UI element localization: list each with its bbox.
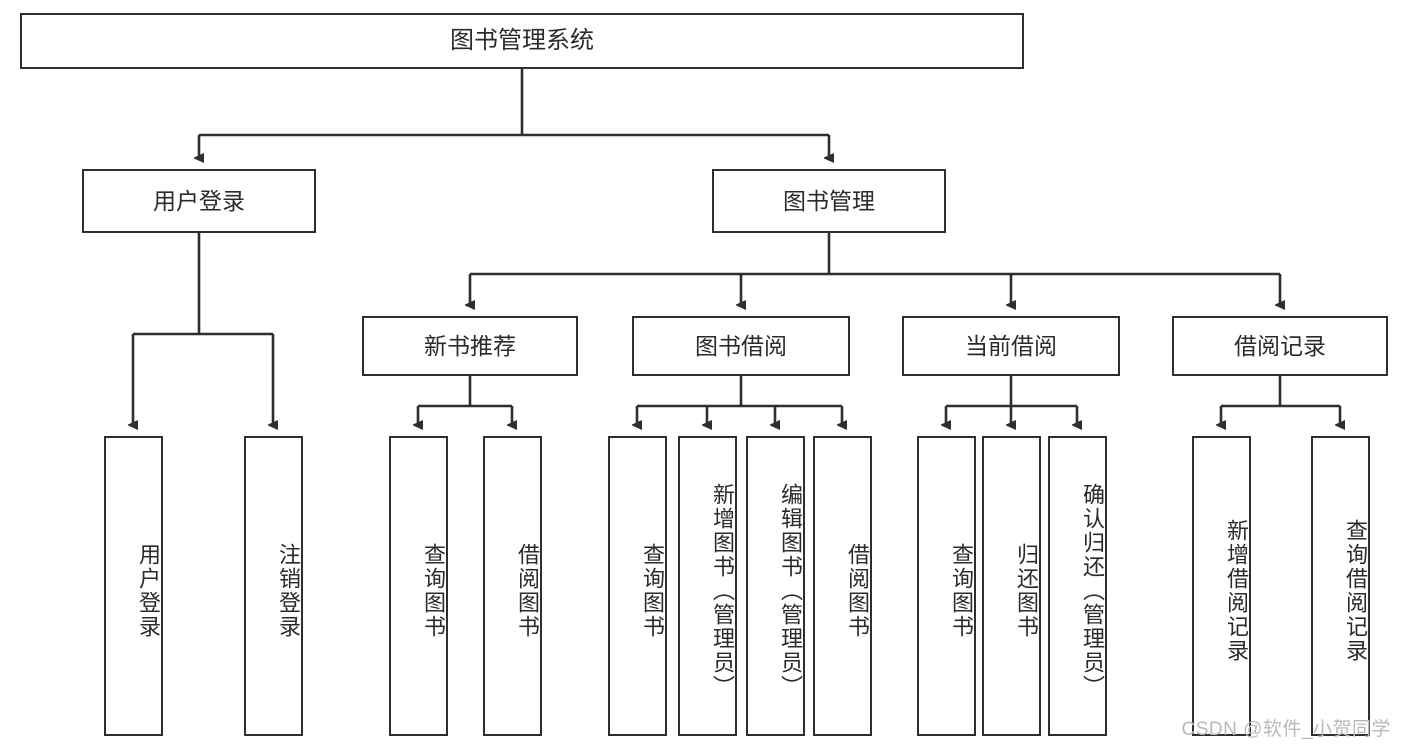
leaf-borrow-book[interactable]: 借阅图书	[813, 436, 872, 736]
leaf-borrow-book-recommend[interactable]: 借阅图书	[483, 436, 542, 736]
node-book-management[interactable]: 图书管理	[712, 169, 946, 233]
leaf-add-book-admin[interactable]: 新增图书（管理员）	[678, 436, 737, 736]
node-new-book-recommend-label: 新书推荐	[424, 332, 516, 359]
node-root[interactable]: 图书管理系统	[20, 13, 1024, 69]
node-user-login[interactable]: 用户登录	[82, 169, 316, 233]
leaf-return-book[interactable]: 归还图书	[982, 436, 1041, 736]
node-new-book-recommend[interactable]: 新书推荐	[362, 316, 578, 376]
node-book-management-label: 图书管理	[783, 187, 875, 214]
leaf-query-book-current[interactable]: 查询图书	[917, 436, 976, 736]
leaf-edit-book-admin-label: 编辑图书（管理员）	[778, 483, 803, 699]
leaf-add-borrow-record-label: 新增借阅记录	[1224, 519, 1249, 663]
node-current-borrow-label: 当前借阅	[965, 332, 1057, 359]
leaf-query-book-borrow-label: 查询图书	[640, 543, 665, 639]
leaf-add-book-admin-label: 新增图书（管理员）	[710, 483, 735, 699]
leaf-query-borrow-record[interactable]: 查询借阅记录	[1311, 436, 1370, 736]
leaf-borrow-book-label: 借阅图书	[845, 543, 870, 639]
leaf-query-book-recommend-label: 查询图书	[421, 543, 446, 639]
node-borrow-records-label: 借阅记录	[1234, 332, 1326, 359]
leaf-confirm-return-admin[interactable]: 确认归还（管理员）	[1048, 436, 1107, 736]
node-borrow-records[interactable]: 借阅记录	[1172, 316, 1388, 376]
leaf-query-book-borrow[interactable]: 查询图书	[608, 436, 667, 736]
node-root-label: 图书管理系统	[450, 27, 594, 55]
leaf-query-book-current-label: 查询图书	[949, 543, 974, 639]
leaf-query-book-recommend[interactable]: 查询图书	[389, 436, 448, 736]
leaf-confirm-return-admin-label: 确认归还（管理员）	[1080, 483, 1105, 699]
leaf-user-login-label: 用户登录	[136, 543, 161, 639]
leaf-return-book-label: 归还图书	[1014, 543, 1039, 639]
node-current-borrow[interactable]: 当前借阅	[902, 316, 1120, 376]
node-book-borrow[interactable]: 图书借阅	[632, 316, 850, 376]
node-book-borrow-label: 图书借阅	[695, 332, 787, 359]
leaf-logout[interactable]: 注销登录	[244, 436, 303, 736]
leaf-user-login[interactable]: 用户登录	[104, 436, 163, 736]
leaf-add-borrow-record[interactable]: 新增借阅记录	[1192, 436, 1251, 736]
node-user-login-label: 用户登录	[153, 187, 245, 214]
leaf-edit-book-admin[interactable]: 编辑图书（管理员）	[746, 436, 805, 736]
leaf-query-borrow-record-label: 查询借阅记录	[1343, 519, 1368, 663]
leaf-borrow-book-recommend-label: 借阅图书	[515, 543, 540, 639]
watermark: CSDN @软件_小贺同学	[1181, 719, 1391, 740]
leaf-logout-label: 注销登录	[276, 543, 301, 639]
